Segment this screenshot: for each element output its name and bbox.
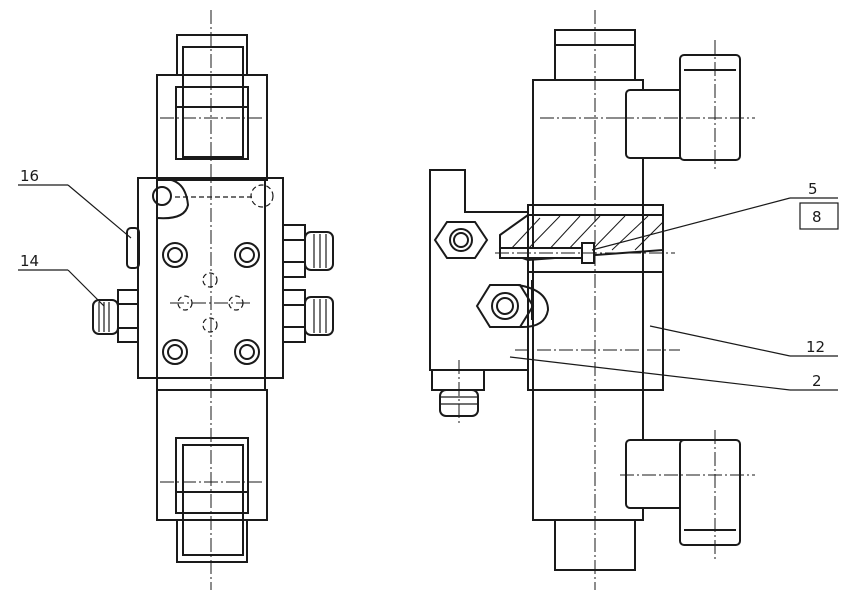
bolt-top-left	[162, 242, 188, 268]
bottom-solenoid	[156, 389, 268, 563]
top-right-bore-hidden	[250, 184, 274, 208]
right-view: 5 8 12 2	[429, 10, 839, 590]
top-coil-outer	[182, 46, 244, 158]
bolt-bottom-left	[162, 339, 188, 365]
top-coil-frame	[175, 86, 249, 160]
top-solenoid	[156, 34, 268, 181]
valve-body-front	[92, 177, 334, 391]
top-solenoid-cap	[176, 34, 248, 76]
right-fitting-top	[282, 224, 334, 278]
leader-14	[67, 269, 105, 307]
top-connector	[620, 40, 755, 170]
hatch-lines	[509, 215, 664, 255]
mounting-bolts	[162, 242, 260, 365]
leader-2	[509, 356, 791, 391]
fitting-14	[92, 289, 139, 343]
label-2: 2	[812, 372, 822, 390]
left-view: 16 14	[18, 10, 334, 590]
leader-16	[67, 184, 132, 239]
bottom-connector	[620, 430, 755, 560]
body-top-left-ear	[156, 178, 190, 220]
bottom-fitting	[431, 369, 485, 391]
label-8-box	[799, 202, 839, 230]
leader-12	[649, 325, 791, 357]
hex-nut-bottom	[475, 284, 535, 328]
leader-5	[591, 197, 791, 251]
plug-16	[126, 227, 140, 269]
label-8: 8	[812, 208, 822, 226]
top-left-bore	[152, 186, 172, 206]
side-block	[429, 169, 550, 425]
bottom-coil-outer	[182, 444, 244, 556]
bottom-solenoid-cap	[176, 519, 248, 563]
label-5: 5	[808, 180, 818, 198]
right-bottom-cap	[554, 519, 636, 571]
bottom-solenoid-body	[156, 389, 268, 521]
right-fitting-bottom	[282, 289, 334, 343]
top-solenoid-body	[156, 74, 268, 181]
bolt-bottom-right	[234, 339, 260, 365]
label-12: 12	[806, 338, 825, 356]
bottom-coil-frame	[175, 437, 249, 514]
bolt-top-right	[234, 242, 260, 268]
label-14: 14	[20, 252, 39, 270]
ports-hidden	[170, 272, 252, 333]
side-block-outline	[429, 169, 529, 371]
hex-nut-top	[433, 221, 489, 259]
label-16: 16	[20, 167, 39, 185]
section-band	[495, 204, 680, 391]
